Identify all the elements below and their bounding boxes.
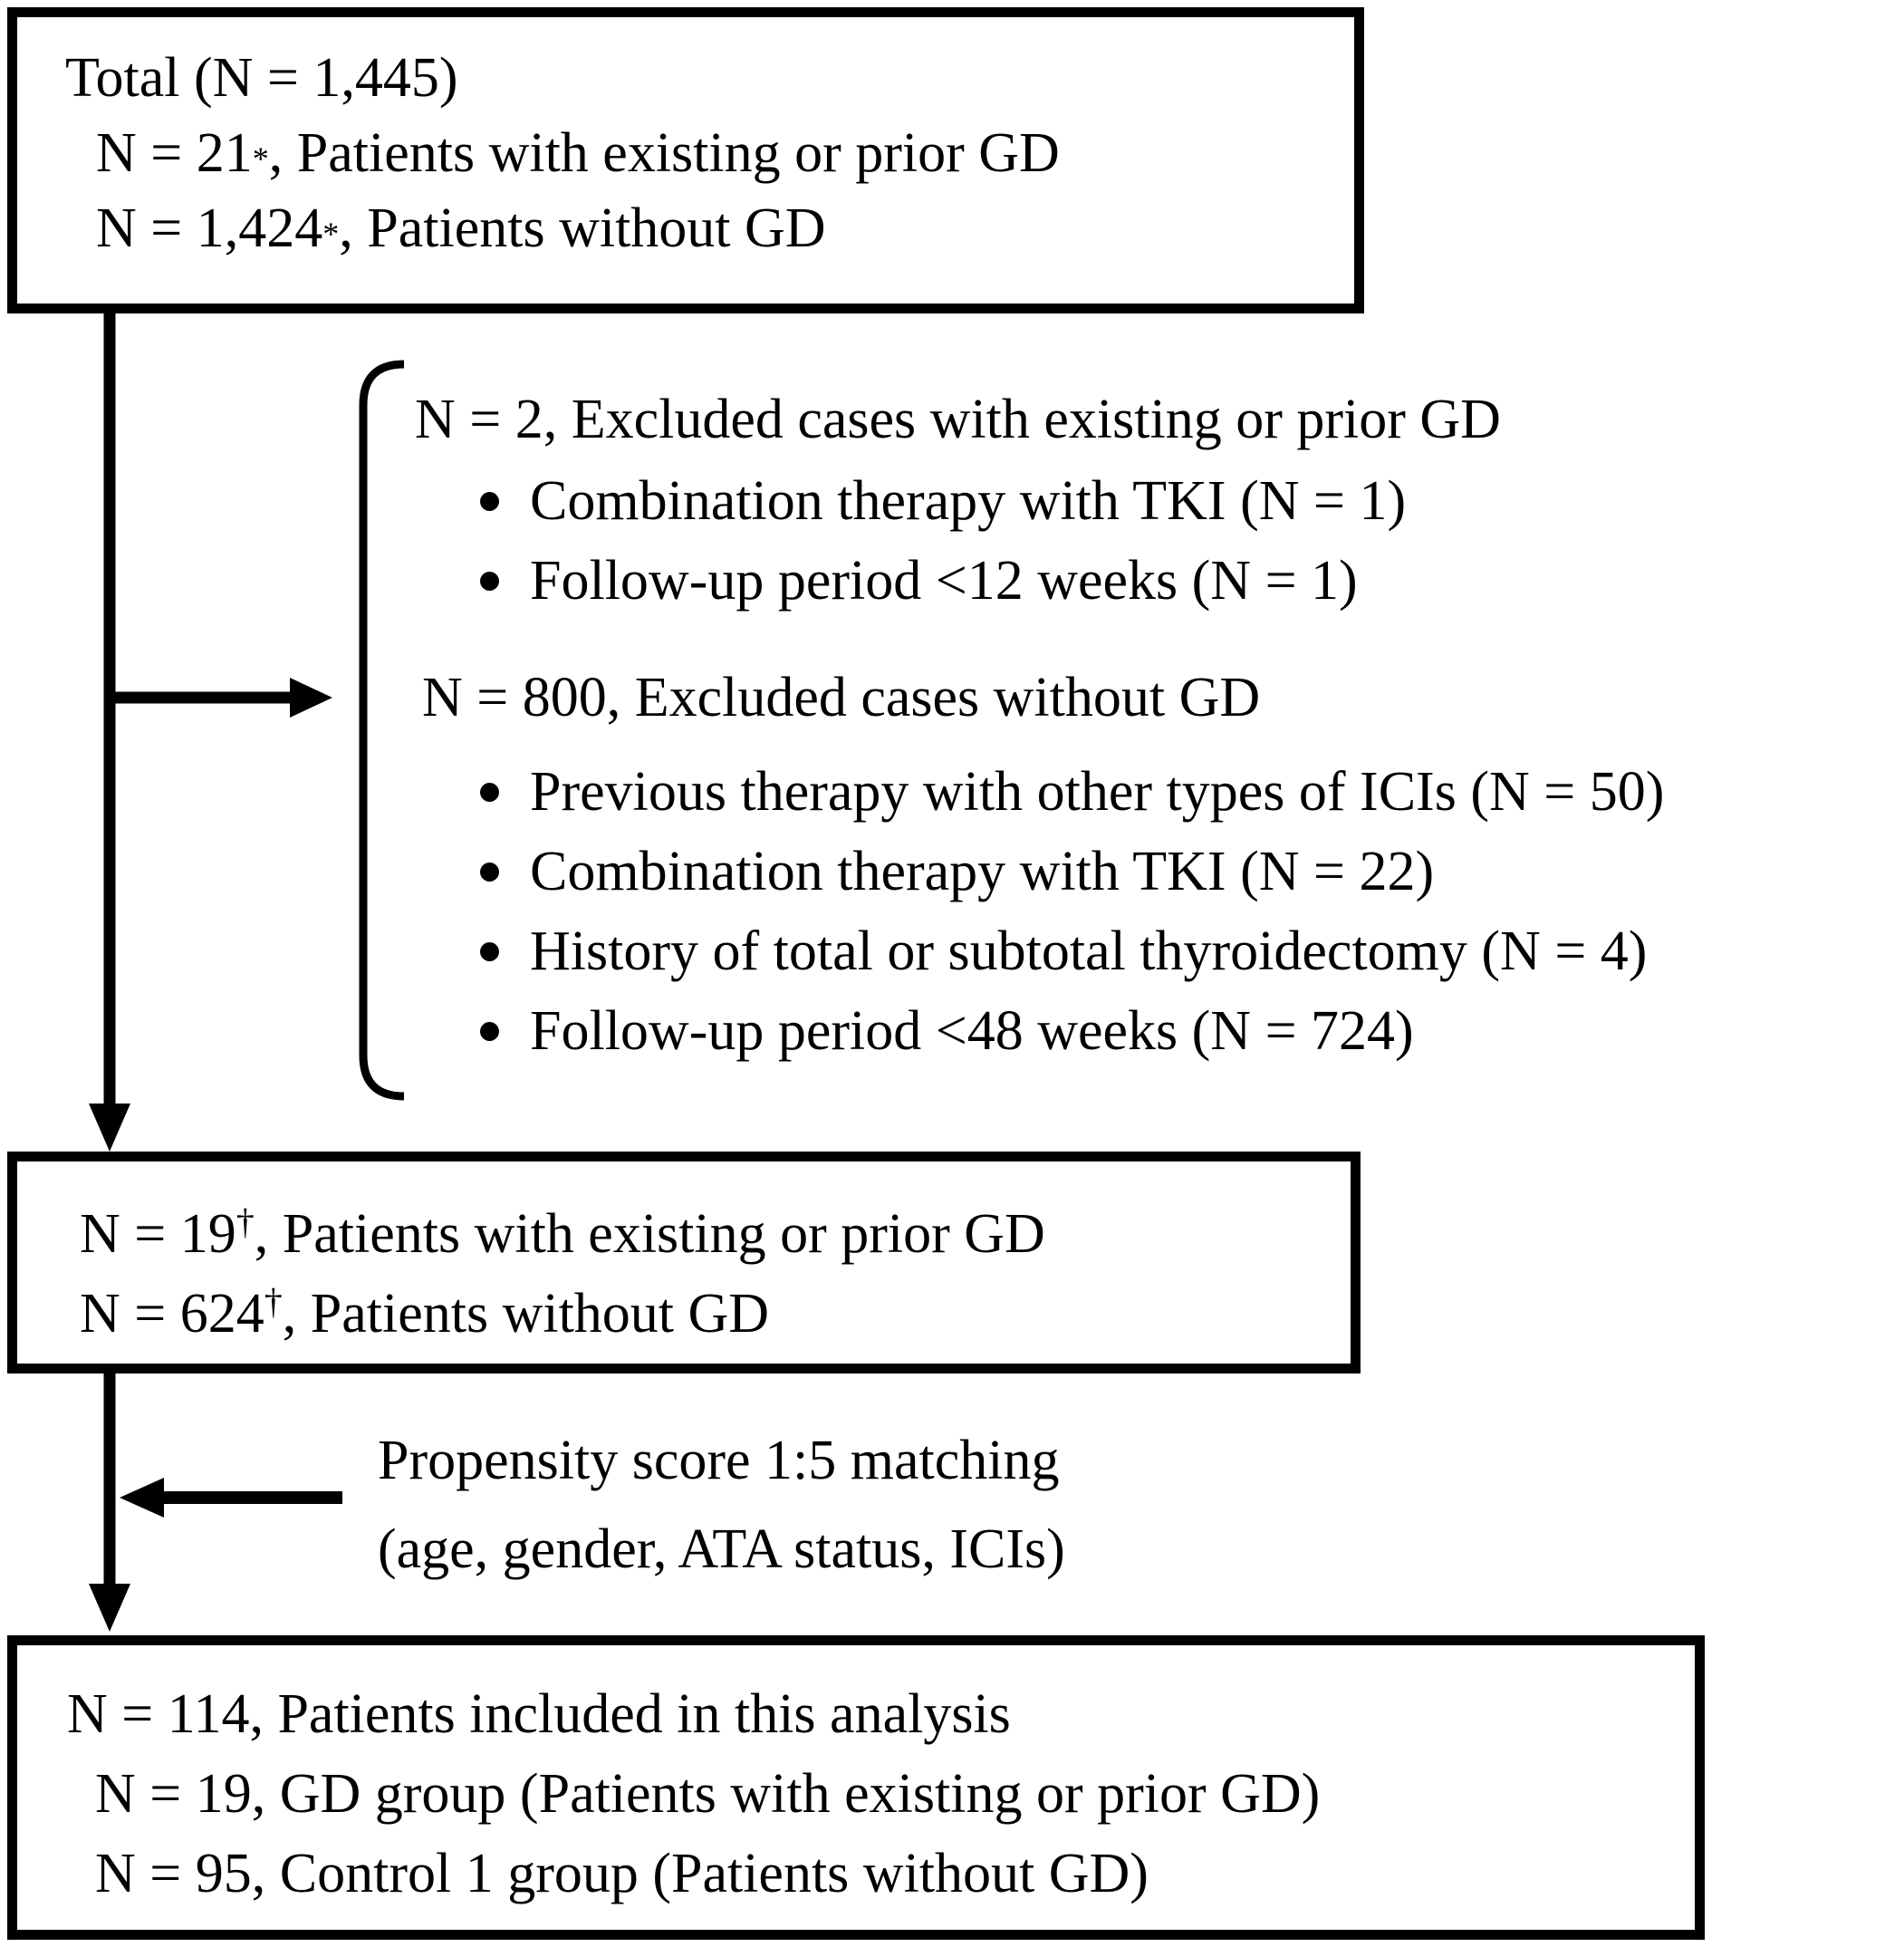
exclusion-item: Combination therapy with TKI (N = 1) (480, 467, 1406, 535)
arrow-matching-head (120, 1478, 164, 1518)
arrow-to-exclusions-head (290, 678, 332, 718)
eligible-without-gd-line: N = 624†, Patients without GD (80, 1267, 769, 1348)
total-cohort-box (7, 7, 1364, 313)
arrow-top-to-middle-head (89, 1104, 130, 1152)
total-without-gd-label: , Patients without GD (339, 198, 826, 259)
eligible-cohort-box (7, 1152, 1361, 1374)
bullet-icon (480, 491, 499, 511)
bullet-icon (480, 941, 499, 961)
total-without-gd-count: N = 1,424 (96, 198, 323, 259)
exclusion-item-text: Combination therapy with TKI (N = 1) (530, 470, 1407, 532)
bullet-icon (480, 782, 499, 802)
exclusion-no-gd-header: N = 800, Excluded cases without GD (422, 663, 1260, 732)
exclusion-no-gd-header-text: N = 800, Excluded cases without GD (422, 667, 1261, 728)
matching-label-line1: Propensity score 1:5 matching (378, 1426, 1059, 1495)
arrow-top-to-middle (89, 312, 130, 1152)
analysis-control-group-text: N = 95, Control 1 group (Patients withou… (95, 1843, 1149, 1904)
eligible-without-gd-count: N = 624 (80, 1283, 264, 1345)
exclusion-item-text: Follow-up period <12 weeks (N = 1) (530, 550, 1358, 612)
exclusion-item: Follow-up period <12 weeks (N = 1) (480, 546, 1358, 615)
analysis-total-line: N = 114, Patients included in this analy… (67, 1680, 1011, 1749)
total-line: Total (N = 1,445) (65, 43, 458, 112)
matching-text-line1: Propensity score 1:5 matching (378, 1430, 1060, 1491)
exclusion-item: Follow-up period <48 weeks (N = 724) (480, 997, 1414, 1065)
matching-text-line2: (age, gender, ATA status, ICIs) (378, 1518, 1065, 1580)
exclusion-item: Previous therapy with other types of ICI… (480, 757, 1664, 826)
analysis-cohort-box (7, 1635, 1705, 1940)
total-with-gd-label: , Patients with existing or prior GD (268, 122, 1060, 184)
eligible-without-gd-label: , Patients without GD (282, 1283, 770, 1345)
arrow-to-exclusions (115, 678, 332, 718)
eligible-with-gd-label: , Patients with existing or prior GD (254, 1203, 1045, 1265)
eligible-with-gd-count: N = 19 (80, 1203, 236, 1265)
exclusion-item-text: Combination therapy with TKI (N = 22) (530, 841, 1435, 902)
analysis-total-text: N = 114, Patients included in this analy… (67, 1683, 1011, 1745)
bullet-icon (480, 862, 499, 882)
exclusion-item-text: Follow-up period <48 weeks (N = 724) (530, 1000, 1414, 1062)
arrow-matching (120, 1478, 342, 1518)
analysis-control-group-line: N = 95, Control 1 group (Patients withou… (95, 1839, 1149, 1908)
bullet-icon (480, 1021, 499, 1041)
asterisk-marker: * (322, 216, 340, 252)
eligible-with-gd-line: N = 19†, Patients with existing or prior… (80, 1188, 1045, 1268)
matching-label-line2: (age, gender, ATA status, ICIs) (378, 1515, 1065, 1584)
bullet-icon (480, 571, 499, 591)
total-with-gd-count: N = 21 (96, 122, 253, 184)
exclusion-gd-header: N = 2, Excluded cases with existing or p… (415, 385, 1501, 454)
total-with-gd-line: N = 21*, Patients with existing or prior… (96, 119, 1060, 193)
total-without-gd-line: N = 1,424*, Patients without GD (96, 194, 826, 268)
arrow-middle-to-bottom (89, 1372, 130, 1632)
exclusion-item: Combination therapy with TKI (N = 22) (480, 837, 1434, 906)
exclusion-item-text: History of total or subtotal thyroidecto… (530, 920, 1648, 982)
arrow-middle-to-bottom-head (89, 1584, 130, 1632)
analysis-gd-group-text: N = 19, GD group (Patients with existing… (95, 1763, 1321, 1825)
exclusions-bracket (359, 360, 405, 1101)
exclusion-item: History of total or subtotal thyroidecto… (480, 917, 1647, 986)
dagger-marker: † (264, 1281, 283, 1322)
dagger-marker: † (236, 1201, 255, 1242)
exclusion-item-text: Previous therapy with other types of ICI… (530, 761, 1665, 823)
total-text: Total (N = 1,445) (65, 47, 458, 109)
asterisk-marker: * (252, 140, 269, 177)
exclusion-gd-header-text: N = 2, Excluded cases with existing or p… (415, 389, 1501, 450)
analysis-gd-group-line: N = 19, GD group (Patients with existing… (95, 1759, 1320, 1828)
